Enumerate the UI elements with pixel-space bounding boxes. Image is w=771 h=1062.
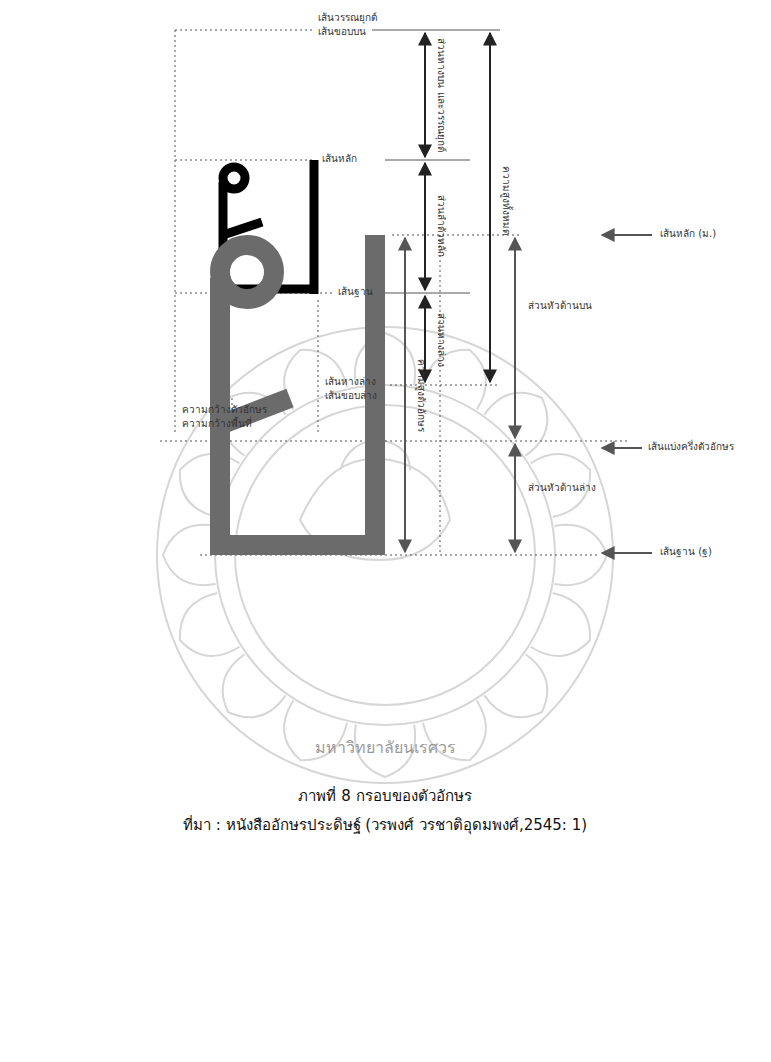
guide-label: ส่วนหางบน และวรรณยุกต์ [435, 38, 447, 151]
guide-label: ส่วนลำตัวหลัก [435, 195, 447, 257]
figure-caption: ภาพที่ 8 กรอบของตัวอักษร [298, 787, 471, 805]
seal-petal [423, 350, 486, 410]
watermark: มหาวิทยาลัยนเรศวร [315, 738, 456, 757]
seal-petal [530, 593, 590, 656]
guide-label: เส้นหลัก (ม.) [660, 228, 716, 240]
guide-label: เส้นหางล่าง [325, 376, 376, 388]
guide-label: เส้นหลัก [322, 153, 357, 165]
guide-label: เส้นขอบล่าง [325, 390, 377, 402]
guide-label: เส้นแบ่งครึ่งตัวอักษร [648, 441, 734, 453]
guide-label: เส้นฐาน [338, 286, 373, 298]
guide-label: เส้นวรรณยุกต์ [318, 12, 377, 24]
guide-label: ความสูงทั้งหมด [500, 166, 512, 235]
seal-petal [223, 654, 286, 717]
guide-label: ความกว้างตัวอักษร [182, 404, 267, 416]
seal-petal [180, 593, 240, 656]
letter-yo-yak-large [220, 235, 385, 555]
seal-petal [163, 525, 215, 585]
guide-label: ความกว้างพื้นที่ [182, 418, 252, 430]
dimension-arrows [425, 33, 490, 382]
seal-petal [484, 654, 547, 717]
guide-lines [160, 235, 630, 555]
dimension-arrows [405, 235, 652, 553]
guide-label: เส้นขอบบน [318, 26, 366, 38]
guide-label: ส่วนหางล่าง [435, 313, 447, 367]
guide-label: เส้นฐาน (ฐ) [660, 546, 712, 558]
seal-petal [180, 454, 240, 517]
guide-label: ความสูงตัวอักษร [415, 359, 427, 432]
source-note: ที่มา : หนังสืออักษรประดิษฐ์ (วรพงศ์ วรช… [183, 816, 587, 834]
guide-label: ส่วนหัวด้านล่าง [528, 482, 596, 494]
guide-label: ส่วนหัวด้านบน [528, 300, 592, 312]
